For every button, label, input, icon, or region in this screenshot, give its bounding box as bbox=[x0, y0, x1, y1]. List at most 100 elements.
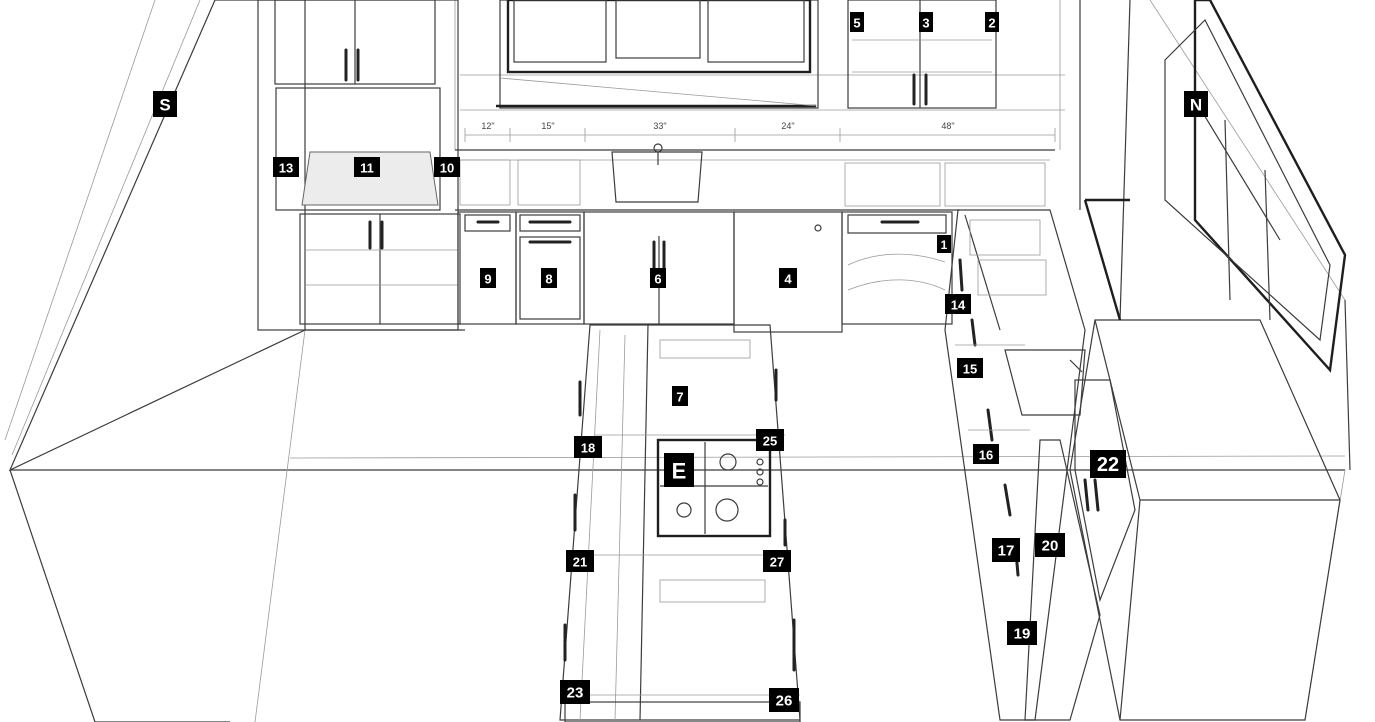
dimension-label: 24" bbox=[781, 121, 794, 131]
callout-10-text: 10 bbox=[440, 161, 454, 176]
callout-11: 11 bbox=[354, 157, 380, 177]
refrigerator bbox=[1024, 319, 1341, 721]
wall-label-n: N bbox=[1184, 91, 1208, 117]
callout-18: 18 bbox=[574, 436, 602, 458]
callout-2-text: 2 bbox=[988, 16, 995, 31]
callout-5-text: 5 bbox=[853, 16, 860, 31]
callout-6-box bbox=[650, 268, 666, 288]
back-window bbox=[496, 0, 819, 109]
wall-label-e-box bbox=[664, 453, 694, 487]
callout-4-text: 4 bbox=[784, 272, 792, 287]
callout-10: 10 bbox=[434, 157, 460, 177]
callout-23-box bbox=[560, 680, 590, 704]
callout-14-box bbox=[945, 294, 971, 314]
wall-label-s-box bbox=[153, 91, 177, 117]
dimension-label: 12" bbox=[481, 121, 494, 131]
dimension-label: 48" bbox=[941, 121, 954, 131]
callout-16-text: 16 bbox=[979, 448, 993, 463]
callout-4: 4 bbox=[779, 268, 797, 288]
wall-label-e: E bbox=[664, 453, 694, 487]
callout-1-text: 1 bbox=[941, 238, 948, 252]
callout-10-box bbox=[434, 157, 460, 177]
dimension-label: 15" bbox=[541, 121, 554, 131]
callout-3-box bbox=[919, 12, 933, 32]
callout-14-text: 14 bbox=[951, 298, 966, 313]
callout-25-box bbox=[756, 429, 784, 451]
callout-16-box bbox=[973, 444, 999, 464]
callout-11-text: 11 bbox=[360, 161, 374, 176]
callout-8-box bbox=[541, 268, 557, 288]
callout-26-box bbox=[769, 688, 799, 712]
sink-basin bbox=[611, 151, 703, 203]
callout-20-box bbox=[1035, 533, 1065, 557]
wall-label-n-text: N bbox=[1190, 96, 1202, 115]
callout-19-box bbox=[1007, 621, 1037, 645]
callout-9-text: 9 bbox=[484, 272, 491, 287]
callout-25: 25 bbox=[756, 429, 784, 451]
callout-15: 15 bbox=[957, 358, 983, 378]
callout-17-text: 17 bbox=[998, 543, 1015, 560]
callout-21-box bbox=[566, 550, 594, 572]
callout-8: 8 bbox=[541, 268, 557, 288]
callout-27-box bbox=[763, 550, 791, 572]
dimension-label: 33" bbox=[653, 121, 666, 131]
cooktop bbox=[656, 438, 772, 538]
wall-label-s: S bbox=[153, 91, 177, 117]
callout-21-text: 21 bbox=[573, 555, 587, 570]
callout-22-text: 22 bbox=[1097, 454, 1119, 476]
side-sink bbox=[1004, 349, 1086, 416]
callout-15-text: 15 bbox=[963, 362, 977, 377]
callout-3-text: 3 bbox=[922, 16, 929, 31]
callout-17: 17 bbox=[992, 538, 1020, 562]
wall-label-s-text: S bbox=[159, 96, 170, 115]
callout-14: 14 bbox=[945, 294, 971, 314]
callout-2-box bbox=[985, 12, 999, 32]
callout-7-text: 7 bbox=[676, 390, 683, 405]
tall-pantry-cabinet bbox=[257, 0, 461, 331]
south-wall bbox=[8, 0, 306, 472]
callout-11-box bbox=[354, 157, 380, 177]
dimension-line: 12" 15" 33" 24" 48" bbox=[464, 121, 1056, 142]
callout-3: 3 bbox=[919, 12, 933, 32]
callout-27: 27 bbox=[763, 550, 791, 572]
callout-13-box bbox=[273, 157, 299, 177]
callout-26: 26 bbox=[769, 688, 799, 712]
callout-15-box bbox=[957, 358, 983, 378]
callout-22-box bbox=[1090, 450, 1126, 478]
callout-22: 22 bbox=[1090, 450, 1126, 478]
callout-4-box bbox=[779, 268, 797, 288]
callout-6: 6 bbox=[650, 268, 666, 288]
callout-5-box bbox=[850, 12, 864, 32]
wall-label-n-box bbox=[1184, 91, 1208, 117]
callout-9: 9 bbox=[480, 268, 496, 288]
callout-13-text: 13 bbox=[279, 161, 293, 176]
callout-26-text: 26 bbox=[776, 693, 793, 710]
kitchen-island bbox=[559, 324, 801, 722]
callout-13: 13 bbox=[273, 157, 299, 177]
callout-1-box bbox=[937, 235, 951, 253]
callout-7: 7 bbox=[672, 386, 688, 406]
callout-21: 21 bbox=[566, 550, 594, 572]
callout-20: 20 bbox=[1035, 533, 1065, 557]
callout-2: 2 bbox=[985, 12, 999, 32]
callout-9-box bbox=[480, 268, 496, 288]
callout-23: 23 bbox=[560, 680, 590, 704]
callout-17-box bbox=[992, 538, 1020, 562]
callout-8-text: 8 bbox=[545, 272, 552, 287]
callout-19-text: 19 bbox=[1014, 626, 1031, 643]
wall-label-e-text: E bbox=[672, 459, 687, 484]
callout-18-box bbox=[574, 436, 602, 458]
callout-7-box bbox=[672, 386, 688, 406]
callout-27-text: 27 bbox=[770, 555, 784, 570]
callout-25-text: 25 bbox=[763, 434, 777, 449]
callout-6-text: 6 bbox=[654, 272, 661, 287]
callout-19: 19 bbox=[1007, 621, 1037, 645]
callout-18-text: 18 bbox=[581, 441, 595, 456]
north-window bbox=[1083, 0, 1347, 373]
upper-wall-cabinet bbox=[847, 0, 997, 109]
callout-1: 1 bbox=[937, 235, 951, 253]
callout-20-text: 20 bbox=[1042, 538, 1059, 555]
